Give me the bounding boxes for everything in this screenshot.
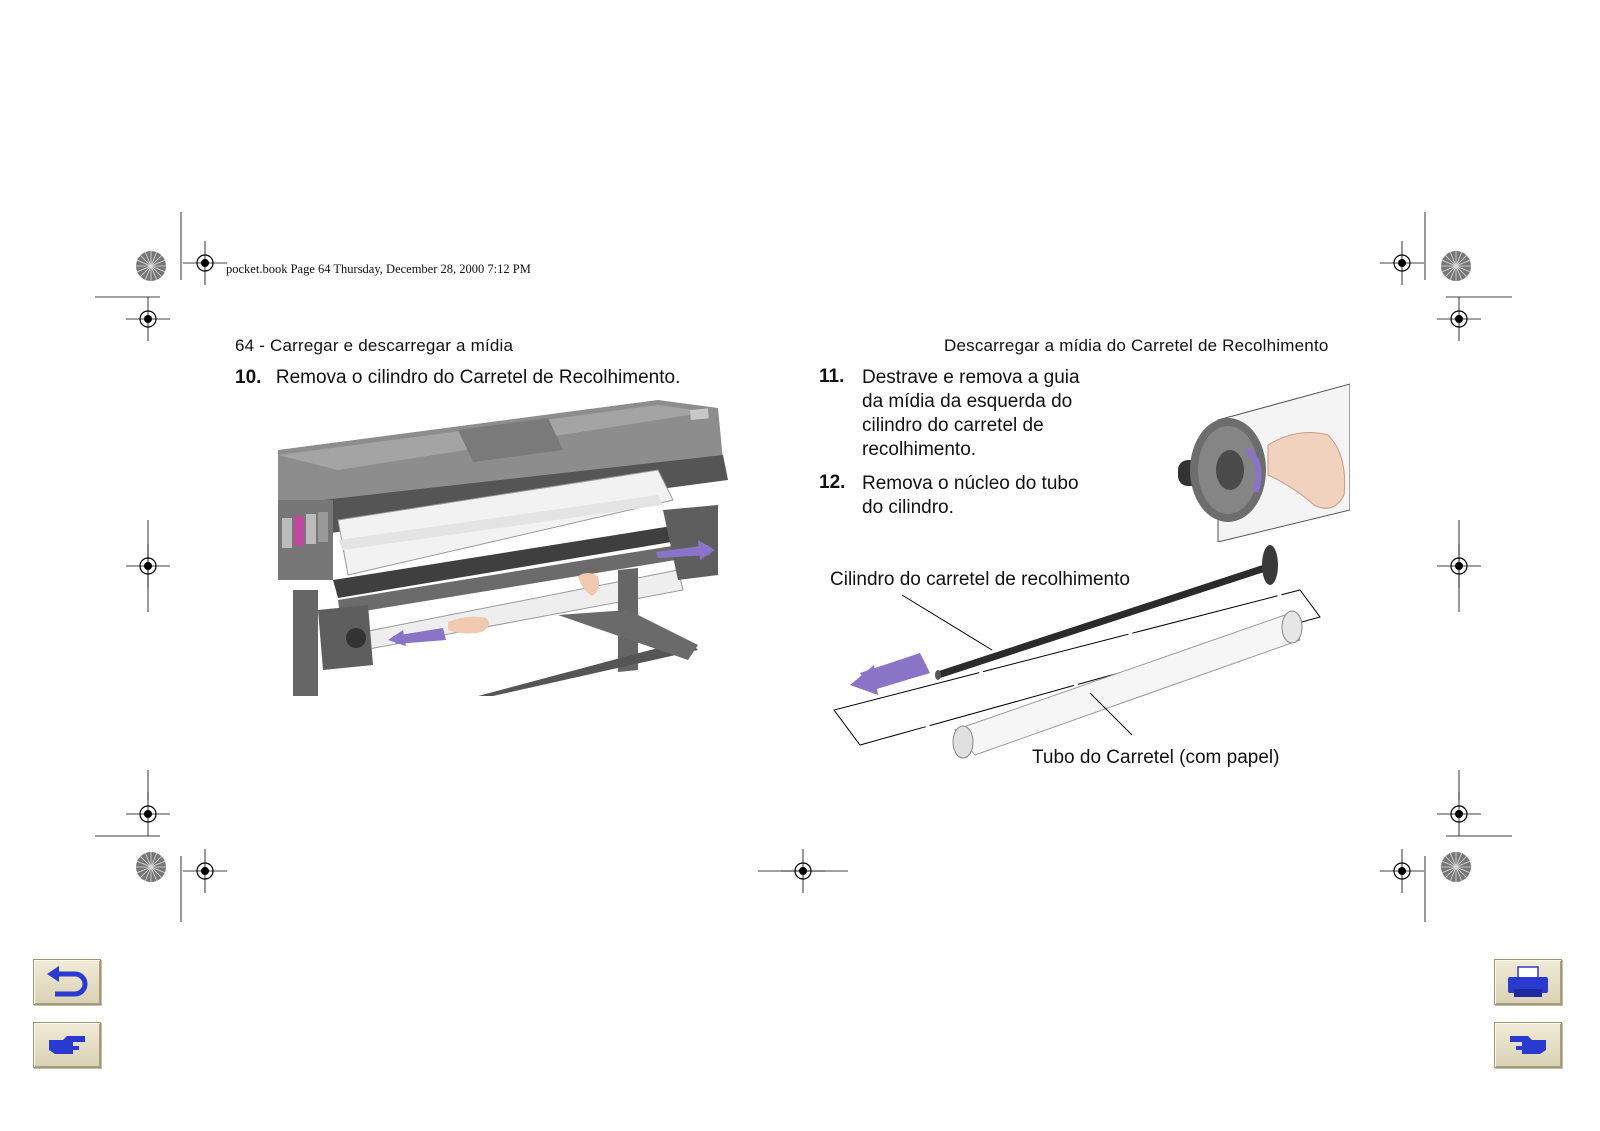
registration-sun-icon (1441, 852, 1471, 882)
registration-mark-icon (183, 849, 227, 893)
step-number: 10. (235, 367, 261, 388)
registration-sun-icon (136, 251, 166, 281)
registration-mark-icon (1380, 849, 1424, 893)
registration-mark-icon (183, 241, 227, 285)
return-arrow-icon (45, 966, 89, 998)
registration-mark-icon (1437, 297, 1481, 341)
print-info-line: pocket.book Page 64 Thursday, December 2… (226, 262, 531, 277)
step-number: 12. (819, 472, 845, 494)
step-text-line: do cilindro. (862, 496, 1079, 520)
step-text-line: recolhimento. (862, 438, 1080, 462)
step-text-line: da mídia da esquerda do (862, 390, 1080, 414)
previous-page-button[interactable] (1494, 1022, 1562, 1068)
tube-label: Tubo do Carretel (com papel) (1032, 747, 1279, 769)
step-text-line: cilindro do carretel de (862, 414, 1080, 438)
registration-mark-icon (1380, 241, 1424, 285)
page-header-left: 64 - Carregar e descarregar a mídia (235, 336, 513, 356)
printer-illustration (278, 400, 738, 696)
page-header-right: Descarregar a mídia do Carretel de Recol… (944, 336, 1329, 356)
step-10: 10. Remova o cilindro do Carretel de Rec… (235, 366, 680, 390)
registration-sun-icon (136, 852, 166, 882)
printer-icon (1506, 965, 1550, 999)
spindle-label: Cilindro do carretel de recolhimento (830, 569, 1130, 591)
step-text-line: Destrave e remova a guia (862, 366, 1080, 390)
back-button[interactable] (33, 959, 101, 1005)
media-guide-illustration (1168, 380, 1350, 542)
step-text-line: Remova o núcleo do tubo (862, 472, 1079, 496)
registration-mark-icon (126, 297, 170, 341)
pointing-hand-left-icon (1506, 1032, 1550, 1058)
step-text: Remova o cilindro do Carretel de Recolhi… (276, 367, 680, 388)
print-button[interactable] (1494, 959, 1562, 1005)
pointing-hand-right-icon (45, 1032, 89, 1058)
registration-sun-icon (1441, 251, 1471, 281)
next-page-button[interactable] (33, 1022, 101, 1068)
step-number: 11. (819, 366, 844, 388)
